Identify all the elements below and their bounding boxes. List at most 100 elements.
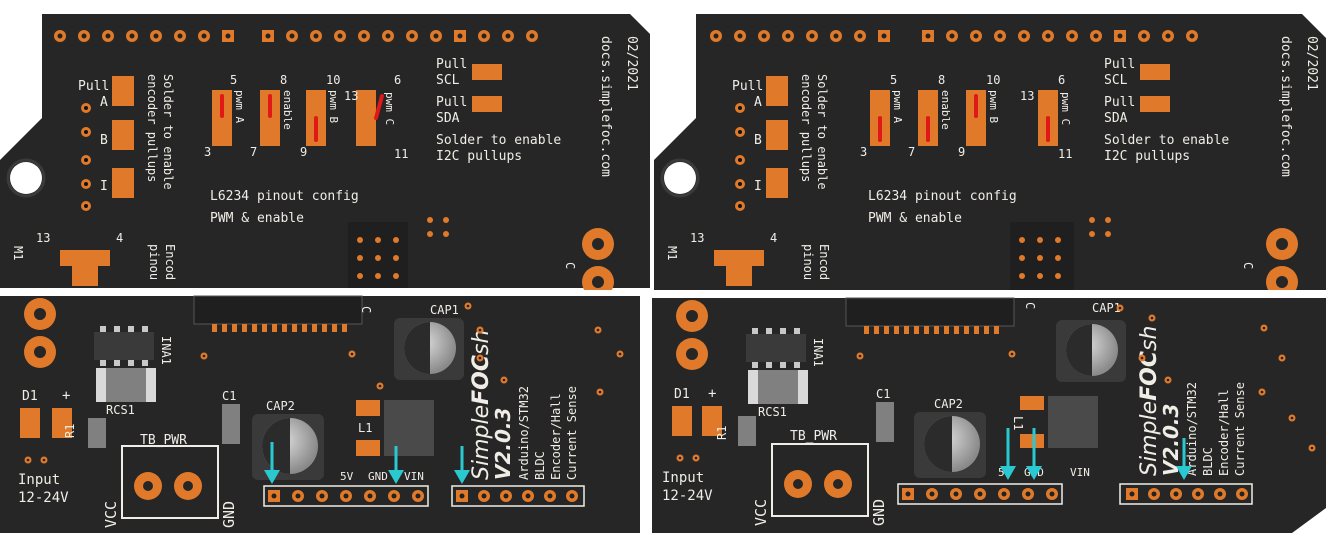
arrow-icon bbox=[454, 446, 470, 484]
header-hole bbox=[547, 493, 553, 499]
ina-pin bbox=[752, 328, 758, 334]
via-hole bbox=[1150, 316, 1154, 320]
i2c-sda: SDA bbox=[1104, 111, 1128, 126]
mount-hole bbox=[10, 162, 42, 194]
rcs1-label: RCS1 bbox=[758, 405, 787, 419]
i2c-pull-2: Pull bbox=[436, 95, 467, 110]
ic-pin bbox=[302, 324, 307, 332]
gnd2-label: GND bbox=[368, 470, 388, 483]
arrow-icon bbox=[1000, 428, 1016, 480]
brand-block: SimpleFOCsh V2.0.3 Arduino/STM32 BLDC En… bbox=[469, 330, 579, 480]
ic-pin bbox=[312, 324, 317, 332]
brand-version: V2.0.3 bbox=[1159, 404, 1183, 476]
gnd-label: GND bbox=[220, 501, 238, 528]
pin-13: 13 bbox=[344, 89, 358, 103]
via-hole bbox=[1310, 446, 1314, 450]
header-hole bbox=[289, 33, 295, 39]
pull-label: Pull bbox=[732, 79, 763, 94]
feature-1: Arduino/STM32 bbox=[1185, 382, 1199, 476]
pull-b-label: B bbox=[100, 133, 108, 148]
ic-pin bbox=[212, 324, 217, 332]
encoder-pullup-text-2: encoder pullups bbox=[145, 74, 159, 182]
conn-13: 13 bbox=[690, 231, 704, 245]
pin-config-pads bbox=[870, 90, 1058, 146]
ic-pin bbox=[232, 324, 237, 332]
via bbox=[443, 231, 449, 237]
via-hole bbox=[598, 390, 602, 394]
ic-pin bbox=[914, 326, 919, 334]
ina-pin bbox=[142, 360, 148, 366]
encoder-pullup-text-2: encoder pullups bbox=[799, 74, 813, 182]
via-hole bbox=[42, 458, 46, 462]
enable-label: enable bbox=[281, 90, 294, 130]
brand-sh: sh bbox=[469, 330, 494, 355]
via bbox=[375, 273, 381, 279]
feature-4: Current Sense bbox=[1233, 382, 1247, 476]
pin-3: 3 bbox=[860, 145, 867, 159]
i2c-text-2: I2C pullups bbox=[436, 149, 522, 164]
c-label: C bbox=[359, 306, 373, 313]
header-hole bbox=[343, 493, 349, 499]
ic-pin bbox=[894, 326, 899, 334]
header-hole bbox=[505, 33, 511, 39]
ic-pin bbox=[974, 326, 979, 334]
pin-3: 3 bbox=[204, 145, 211, 159]
input-label: Input bbox=[662, 470, 704, 486]
via bbox=[357, 255, 363, 261]
via-hole bbox=[618, 352, 622, 356]
via bbox=[1037, 255, 1043, 261]
header-hole bbox=[271, 493, 277, 499]
pin-8: 8 bbox=[938, 73, 945, 87]
pin-7: 7 bbox=[250, 145, 257, 159]
l6234-title: L6234 pinout config bbox=[868, 189, 1017, 204]
conn-encod: Encod bbox=[817, 244, 831, 280]
via-hole bbox=[1118, 306, 1122, 310]
panel-top-right: Pull A B I Solder to enable encoder pull… bbox=[654, 14, 1326, 298]
ic-pin bbox=[984, 326, 989, 334]
header-hole bbox=[785, 33, 791, 39]
ic-pin bbox=[934, 326, 939, 334]
header-hole bbox=[433, 33, 439, 39]
via-hole bbox=[478, 356, 482, 360]
via bbox=[357, 237, 363, 243]
voltage-label: 12-24V bbox=[662, 488, 713, 504]
svg-text:SimpleFOCsh: SimpleFOCsh bbox=[469, 330, 494, 480]
pcb-board bbox=[654, 14, 1326, 290]
header-hole bbox=[809, 33, 815, 39]
ina-pin bbox=[766, 362, 772, 368]
i2c-pull-1: Pull bbox=[436, 57, 467, 72]
via-hole bbox=[466, 304, 470, 308]
header-row-top bbox=[54, 30, 538, 42]
via bbox=[375, 237, 381, 243]
feature-2: BLDC bbox=[533, 451, 547, 480]
header-hole bbox=[953, 491, 959, 497]
l1-label: L1 bbox=[358, 421, 372, 435]
brand-block: SimpleFOCsh V2.0.3 Arduino/STM32 BLDC En… bbox=[1137, 326, 1247, 476]
pin-11: 11 bbox=[394, 147, 408, 161]
header-hole bbox=[1151, 491, 1157, 497]
l6234-subtitle: PWM & enable bbox=[868, 211, 962, 226]
header-hole bbox=[457, 33, 463, 39]
via bbox=[1089, 217, 1095, 223]
via-hole bbox=[1166, 378, 1170, 382]
ic-pin bbox=[994, 326, 999, 334]
header-hole bbox=[81, 33, 87, 39]
pwm-a-label: pwm A bbox=[891, 90, 904, 123]
header-hole bbox=[973, 33, 979, 39]
conn-m1: M1 bbox=[11, 246, 25, 260]
c-label: C bbox=[1023, 302, 1037, 309]
pwm-c-label: pwm C bbox=[1059, 92, 1072, 125]
header-hole bbox=[949, 33, 955, 39]
date-text: 02/2021 bbox=[1304, 36, 1319, 91]
header-hole bbox=[529, 33, 535, 39]
panel-bottom-right: RCS1 INA1 CAP1 C D1 + R1 TB_PWR Input 12… bbox=[652, 297, 1326, 533]
header-hole bbox=[1195, 491, 1201, 497]
header-hole bbox=[415, 493, 421, 499]
conn-pinou: pinou bbox=[801, 244, 815, 280]
c1-label: C1 bbox=[222, 389, 236, 403]
pin-9: 9 bbox=[300, 145, 307, 159]
vin-label: VIN bbox=[404, 470, 424, 483]
pull-label: Pull bbox=[78, 79, 109, 94]
pin-5: 5 bbox=[230, 73, 237, 87]
header-hole bbox=[925, 33, 931, 39]
